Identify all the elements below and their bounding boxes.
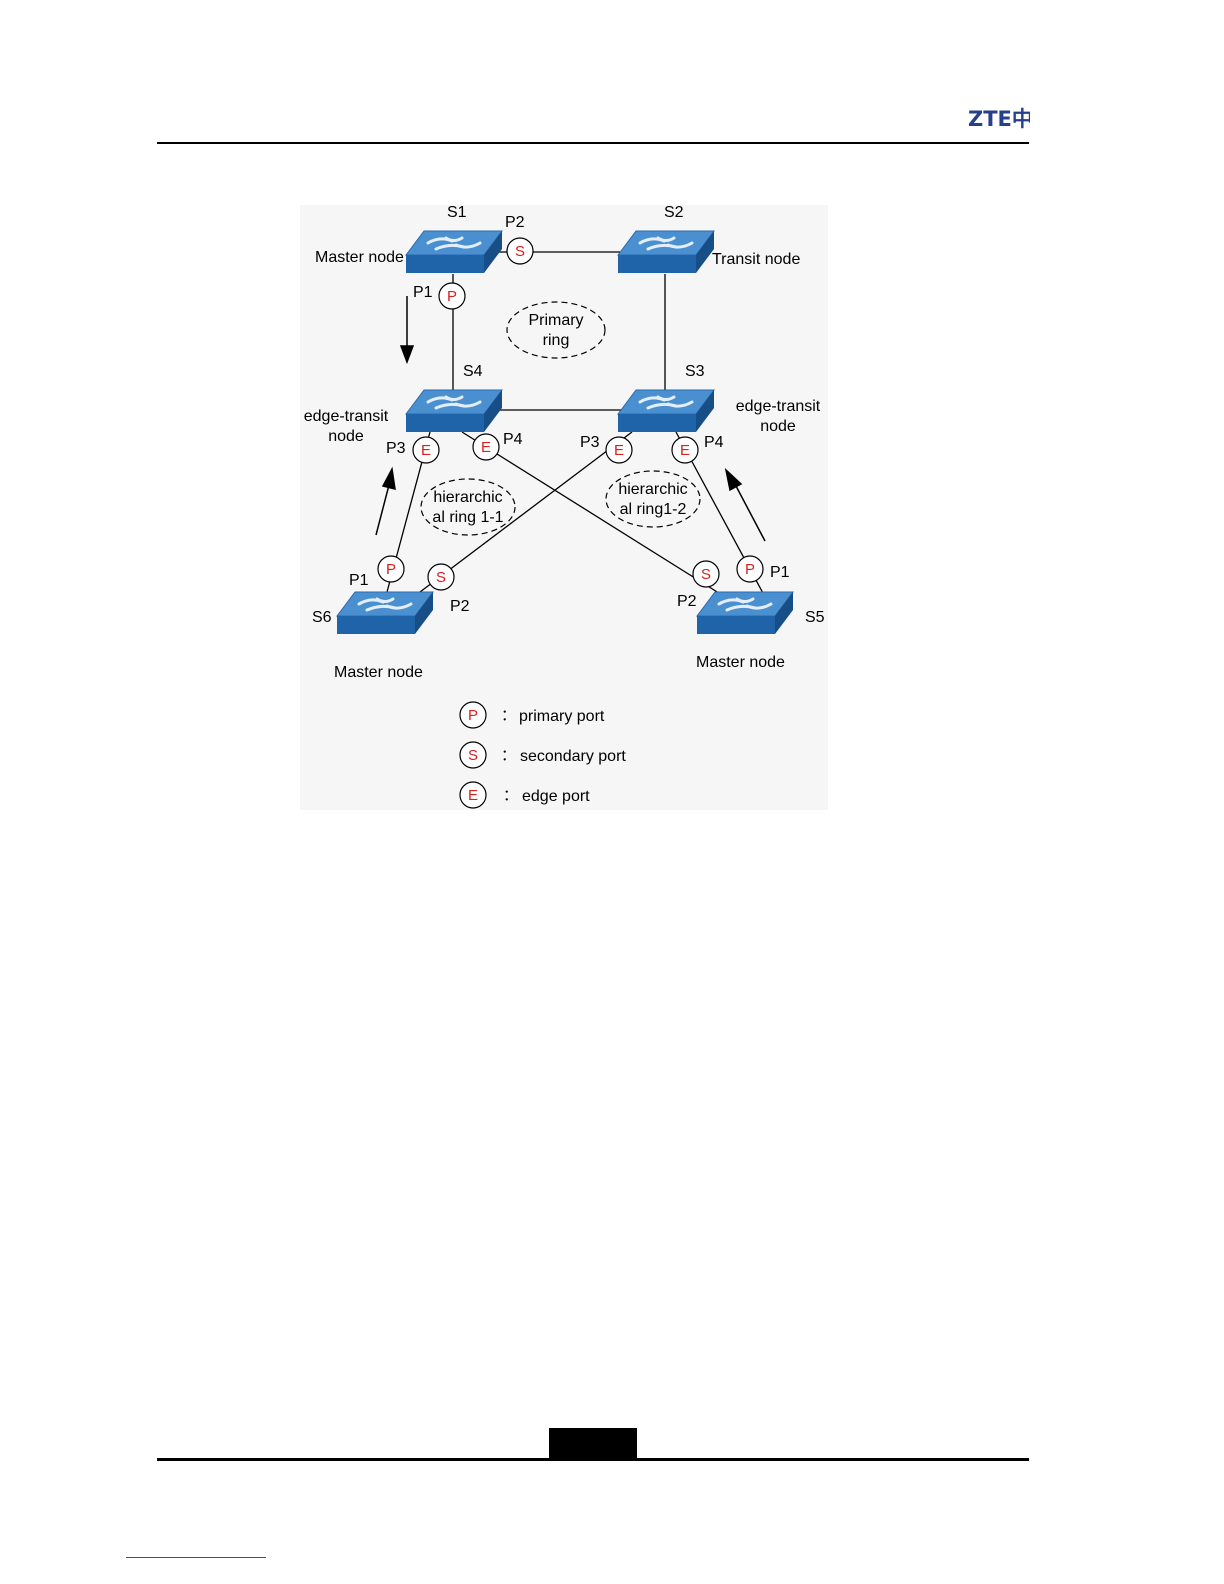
bottom-link-underline[interactable] (126, 1557, 266, 1558)
port-letter: P (386, 561, 396, 578)
port-letter: S (515, 243, 525, 260)
port-s6-p1: P (378, 556, 404, 582)
s4-role-line1: edge-transit (304, 408, 389, 425)
ring-1-1-line2: al ring 1-1 (432, 509, 503, 526)
legend-separator: ： (501, 747, 516, 764)
ring-1-1-line1: hierarchic (433, 489, 502, 506)
port-s3-p3: E (606, 437, 632, 463)
ring-1-2-line1: hierarchic (618, 481, 687, 498)
switch-s4-label: S4 (463, 363, 483, 380)
s4-p3-label: P3 (386, 440, 406, 457)
s1-role-label: Master node (315, 249, 404, 266)
switch-s3-label: S3 (685, 363, 705, 380)
legend-text: secondary port (520, 748, 626, 765)
primary-ring-line2: ring (543, 332, 570, 349)
s4-role-line2: node (328, 428, 364, 445)
switch-s5-icon (697, 592, 793, 634)
switch-s3-icon (618, 390, 714, 432)
switch-s4-icon (406, 390, 502, 432)
switch-s6-label: S6 (312, 609, 332, 626)
footer-rule (157, 1458, 1029, 1461)
port-letter: E (481, 439, 491, 456)
s6-role-label: Master node (334, 664, 423, 681)
port-s1-p2: S (507, 238, 533, 264)
port-letter: P (745, 561, 755, 578)
port-s4-p3: E (413, 437, 439, 463)
legend-text: edge port (522, 788, 590, 805)
port-letter: E (614, 442, 624, 459)
port-s1-p1: P (439, 283, 465, 309)
s5-p2-label: P2 (677, 593, 697, 610)
s4-p4-label: P4 (503, 431, 523, 448)
port-letter: S (436, 569, 446, 586)
port-s5-p1: P (737, 556, 763, 582)
legend-separator: ： (503, 787, 518, 804)
s5-p1-label: P1 (770, 564, 790, 581)
s5-role-label: Master node (696, 654, 785, 671)
s6-p2-label: P2 (450, 598, 470, 615)
legend-separator: ： (501, 707, 516, 724)
ring-1-2-line2: al ring1-2 (620, 501, 687, 518)
switch-s1-label: S1 (447, 204, 467, 221)
port-s4-p4: E (473, 434, 499, 460)
port-letter: E (421, 442, 431, 459)
s3-role-line1: edge-transit (736, 398, 821, 415)
switch-s2-icon (618, 231, 714, 273)
port-s6-p2: S (428, 564, 454, 590)
port-letter: P (447, 288, 457, 305)
switch-s6-icon (337, 592, 433, 634)
primary-ring-line1: Primary (528, 312, 583, 329)
port-letter: E (680, 442, 690, 459)
switch-s5-label: S5 (805, 609, 825, 626)
s1-p2-label: P2 (505, 214, 525, 231)
s3-p4-label: P4 (704, 434, 724, 451)
s3-p3-label: P3 (580, 434, 600, 451)
legend-text: primary port (519, 708, 605, 725)
port-s5-p2: S (693, 561, 719, 587)
switch-s2-label: S2 (664, 204, 684, 221)
s6-p1-label: P1 (349, 572, 369, 589)
legend-letter: S (468, 747, 478, 764)
s3-role-line2: node (760, 418, 796, 435)
switch-s1-icon (406, 231, 502, 273)
legend-letter: E (468, 787, 478, 804)
s1-p1-label: P1 (413, 284, 433, 301)
page-number-tab (549, 1428, 637, 1460)
s2-role-label: Transit node (712, 251, 800, 268)
port-s3-p4: E (672, 437, 698, 463)
legend-letter: P (468, 707, 478, 724)
port-letter: S (701, 566, 711, 583)
